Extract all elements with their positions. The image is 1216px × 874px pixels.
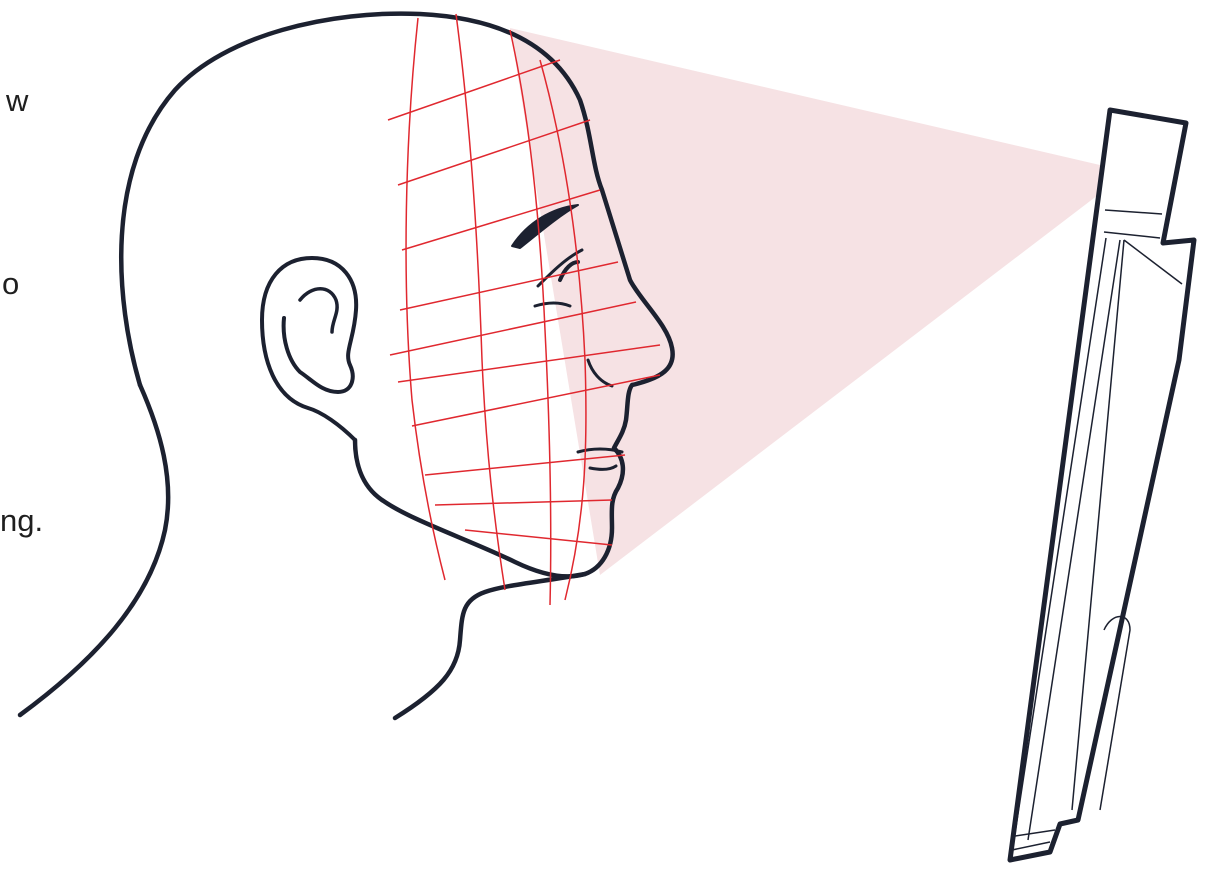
scan-beam (510, 28, 1100, 575)
